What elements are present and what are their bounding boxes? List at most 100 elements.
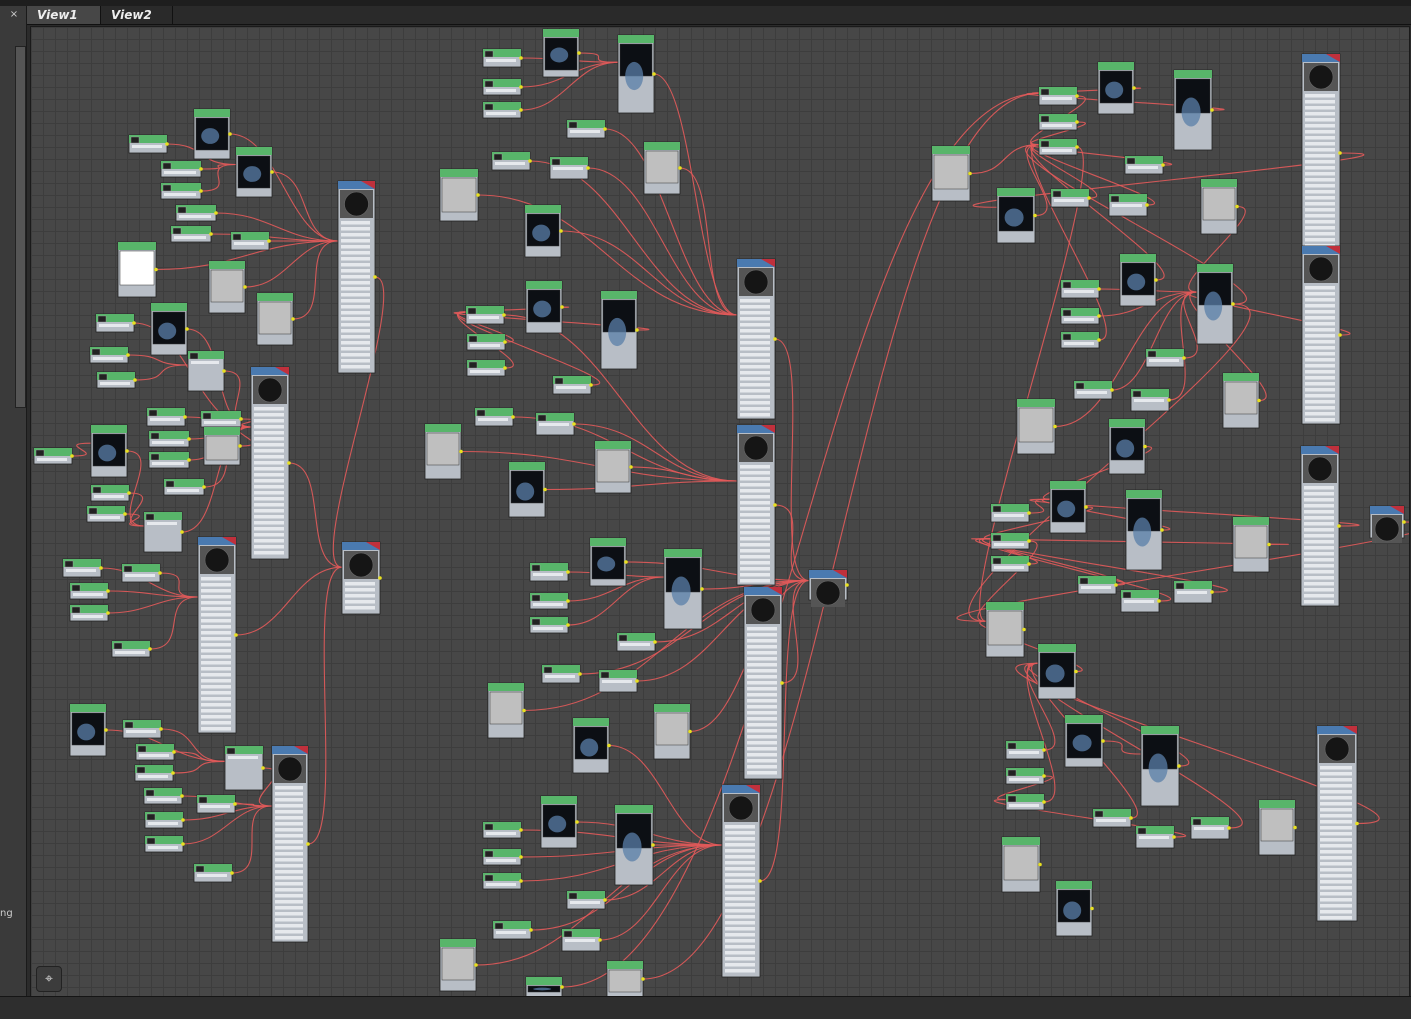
parameter-row[interactable]: [275, 846, 303, 850]
output-socket[interactable]: [1038, 862, 1042, 867]
texture-node[interactable]: [95, 313, 136, 333]
parameter-row[interactable]: [201, 583, 231, 587]
output-socket[interactable]: [214, 211, 218, 215]
texture-node[interactable]: [508, 461, 547, 518]
output-socket[interactable]: [181, 842, 185, 846]
parameter-row[interactable]: [1304, 546, 1334, 550]
parameter-row[interactable]: [1304, 576, 1334, 580]
texture-node[interactable]: [572, 717, 611, 774]
parameter-row[interactable]: [740, 359, 770, 363]
output-socket[interactable]: [572, 422, 576, 426]
parameter-row[interactable]: [201, 709, 231, 713]
output-socket[interactable]: [239, 417, 243, 421]
parameter-row[interactable]: [740, 383, 770, 387]
parameter-row[interactable]: [1320, 874, 1352, 878]
parameter-row[interactable]: [254, 425, 284, 429]
parameter-row[interactable]: [1305, 166, 1335, 170]
texture-node[interactable]: [524, 204, 563, 258]
parameter-row[interactable]: [747, 735, 777, 739]
texture-node[interactable]: [1258, 799, 1297, 856]
material-node[interactable]: [743, 586, 784, 780]
parameter-row[interactable]: [341, 257, 370, 261]
output-socket[interactable]: [1257, 398, 1261, 403]
output-socket[interactable]: [106, 611, 110, 615]
parameter-row[interactable]: [1320, 820, 1352, 824]
output-socket[interactable]: [1402, 520, 1406, 524]
parameter-row[interactable]: [740, 329, 770, 333]
output-socket[interactable]: [99, 566, 103, 570]
binoculars-icon[interactable]: ⌖: [36, 966, 62, 992]
parameter-row[interactable]: [740, 299, 770, 303]
material-node[interactable]: [197, 536, 238, 734]
parameter-row[interactable]: [201, 679, 231, 683]
texture-node[interactable]: [492, 920, 533, 940]
output-socket[interactable]: [233, 802, 237, 806]
output-socket[interactable]: [373, 275, 377, 279]
texture-node[interactable]: [1124, 155, 1165, 175]
texture-node[interactable]: [90, 424, 129, 478]
output-socket[interactable]: [1167, 398, 1171, 402]
parameter-row[interactable]: [1320, 790, 1352, 794]
output-socket[interactable]: [202, 485, 206, 489]
output-socket[interactable]: [1042, 774, 1046, 778]
output-socket[interactable]: [165, 142, 169, 146]
texture-node[interactable]: [128, 134, 169, 154]
texture-node[interactable]: [466, 359, 507, 377]
parameter-row[interactable]: [740, 335, 770, 339]
output-socket[interactable]: [243, 285, 247, 289]
parameter-row[interactable]: [254, 497, 284, 501]
texture-node[interactable]: [1005, 793, 1046, 811]
parameter-row[interactable]: [275, 876, 303, 880]
parameter-row[interactable]: [341, 359, 370, 363]
output-socket[interactable]: [1042, 800, 1046, 804]
parameter-row[interactable]: [725, 879, 755, 883]
parameter-row[interactable]: [1320, 904, 1352, 908]
texture-node[interactable]: [1060, 331, 1101, 349]
parameter-row[interactable]: [254, 455, 284, 459]
texture-node[interactable]: [122, 719, 163, 739]
output-socket[interactable]: [566, 599, 570, 603]
parameter-row[interactable]: [740, 323, 770, 327]
parameter-row[interactable]: [275, 900, 303, 904]
texture-node[interactable]: [985, 601, 1026, 658]
output-socket[interactable]: [678, 166, 682, 170]
parameter-row[interactable]: [747, 651, 777, 655]
parameter-row[interactable]: [1320, 862, 1352, 866]
material-node[interactable]: [1301, 245, 1342, 425]
parameter-row[interactable]: [740, 579, 770, 583]
output-socket[interactable]: [104, 728, 108, 732]
parameter-row[interactable]: [345, 606, 375, 610]
texture-node[interactable]: [1108, 193, 1149, 217]
texture-node[interactable]: [1038, 86, 1079, 106]
output-socket[interactable]: [607, 743, 611, 748]
parameter-row[interactable]: [254, 485, 284, 489]
parameter-row[interactable]: [1320, 868, 1352, 872]
parameter-row[interactable]: [1304, 588, 1334, 592]
parameter-row[interactable]: [1305, 352, 1335, 356]
parameter-row[interactable]: [740, 489, 770, 493]
parameter-row[interactable]: [1304, 522, 1334, 526]
parameter-row[interactable]: [1320, 802, 1352, 806]
parameter-row[interactable]: [725, 849, 755, 853]
parameter-row[interactable]: [1305, 412, 1335, 416]
output-socket[interactable]: [624, 560, 628, 564]
parameter-row[interactable]: [725, 945, 755, 949]
texture-node[interactable]: [148, 451, 191, 469]
output-socket[interactable]: [773, 337, 777, 341]
texture-node[interactable]: [465, 305, 506, 325]
parameter-row[interactable]: [254, 521, 284, 525]
texture-node[interactable]: [529, 592, 570, 610]
output-socket[interactable]: [238, 444, 242, 448]
output-socket[interactable]: [519, 828, 523, 832]
output-socket[interactable]: [1355, 821, 1359, 826]
parameter-row[interactable]: [725, 837, 755, 841]
output-socket[interactable]: [378, 576, 382, 580]
texture-node[interactable]: [1190, 816, 1231, 840]
texture-node[interactable]: [990, 532, 1031, 550]
texture-node[interactable]: [1097, 61, 1136, 115]
output-socket[interactable]: [1110, 388, 1114, 392]
parameter-row[interactable]: [747, 663, 777, 667]
parameter-row[interactable]: [341, 263, 370, 267]
texture-node[interactable]: [170, 225, 213, 243]
parameter-row[interactable]: [275, 870, 303, 874]
